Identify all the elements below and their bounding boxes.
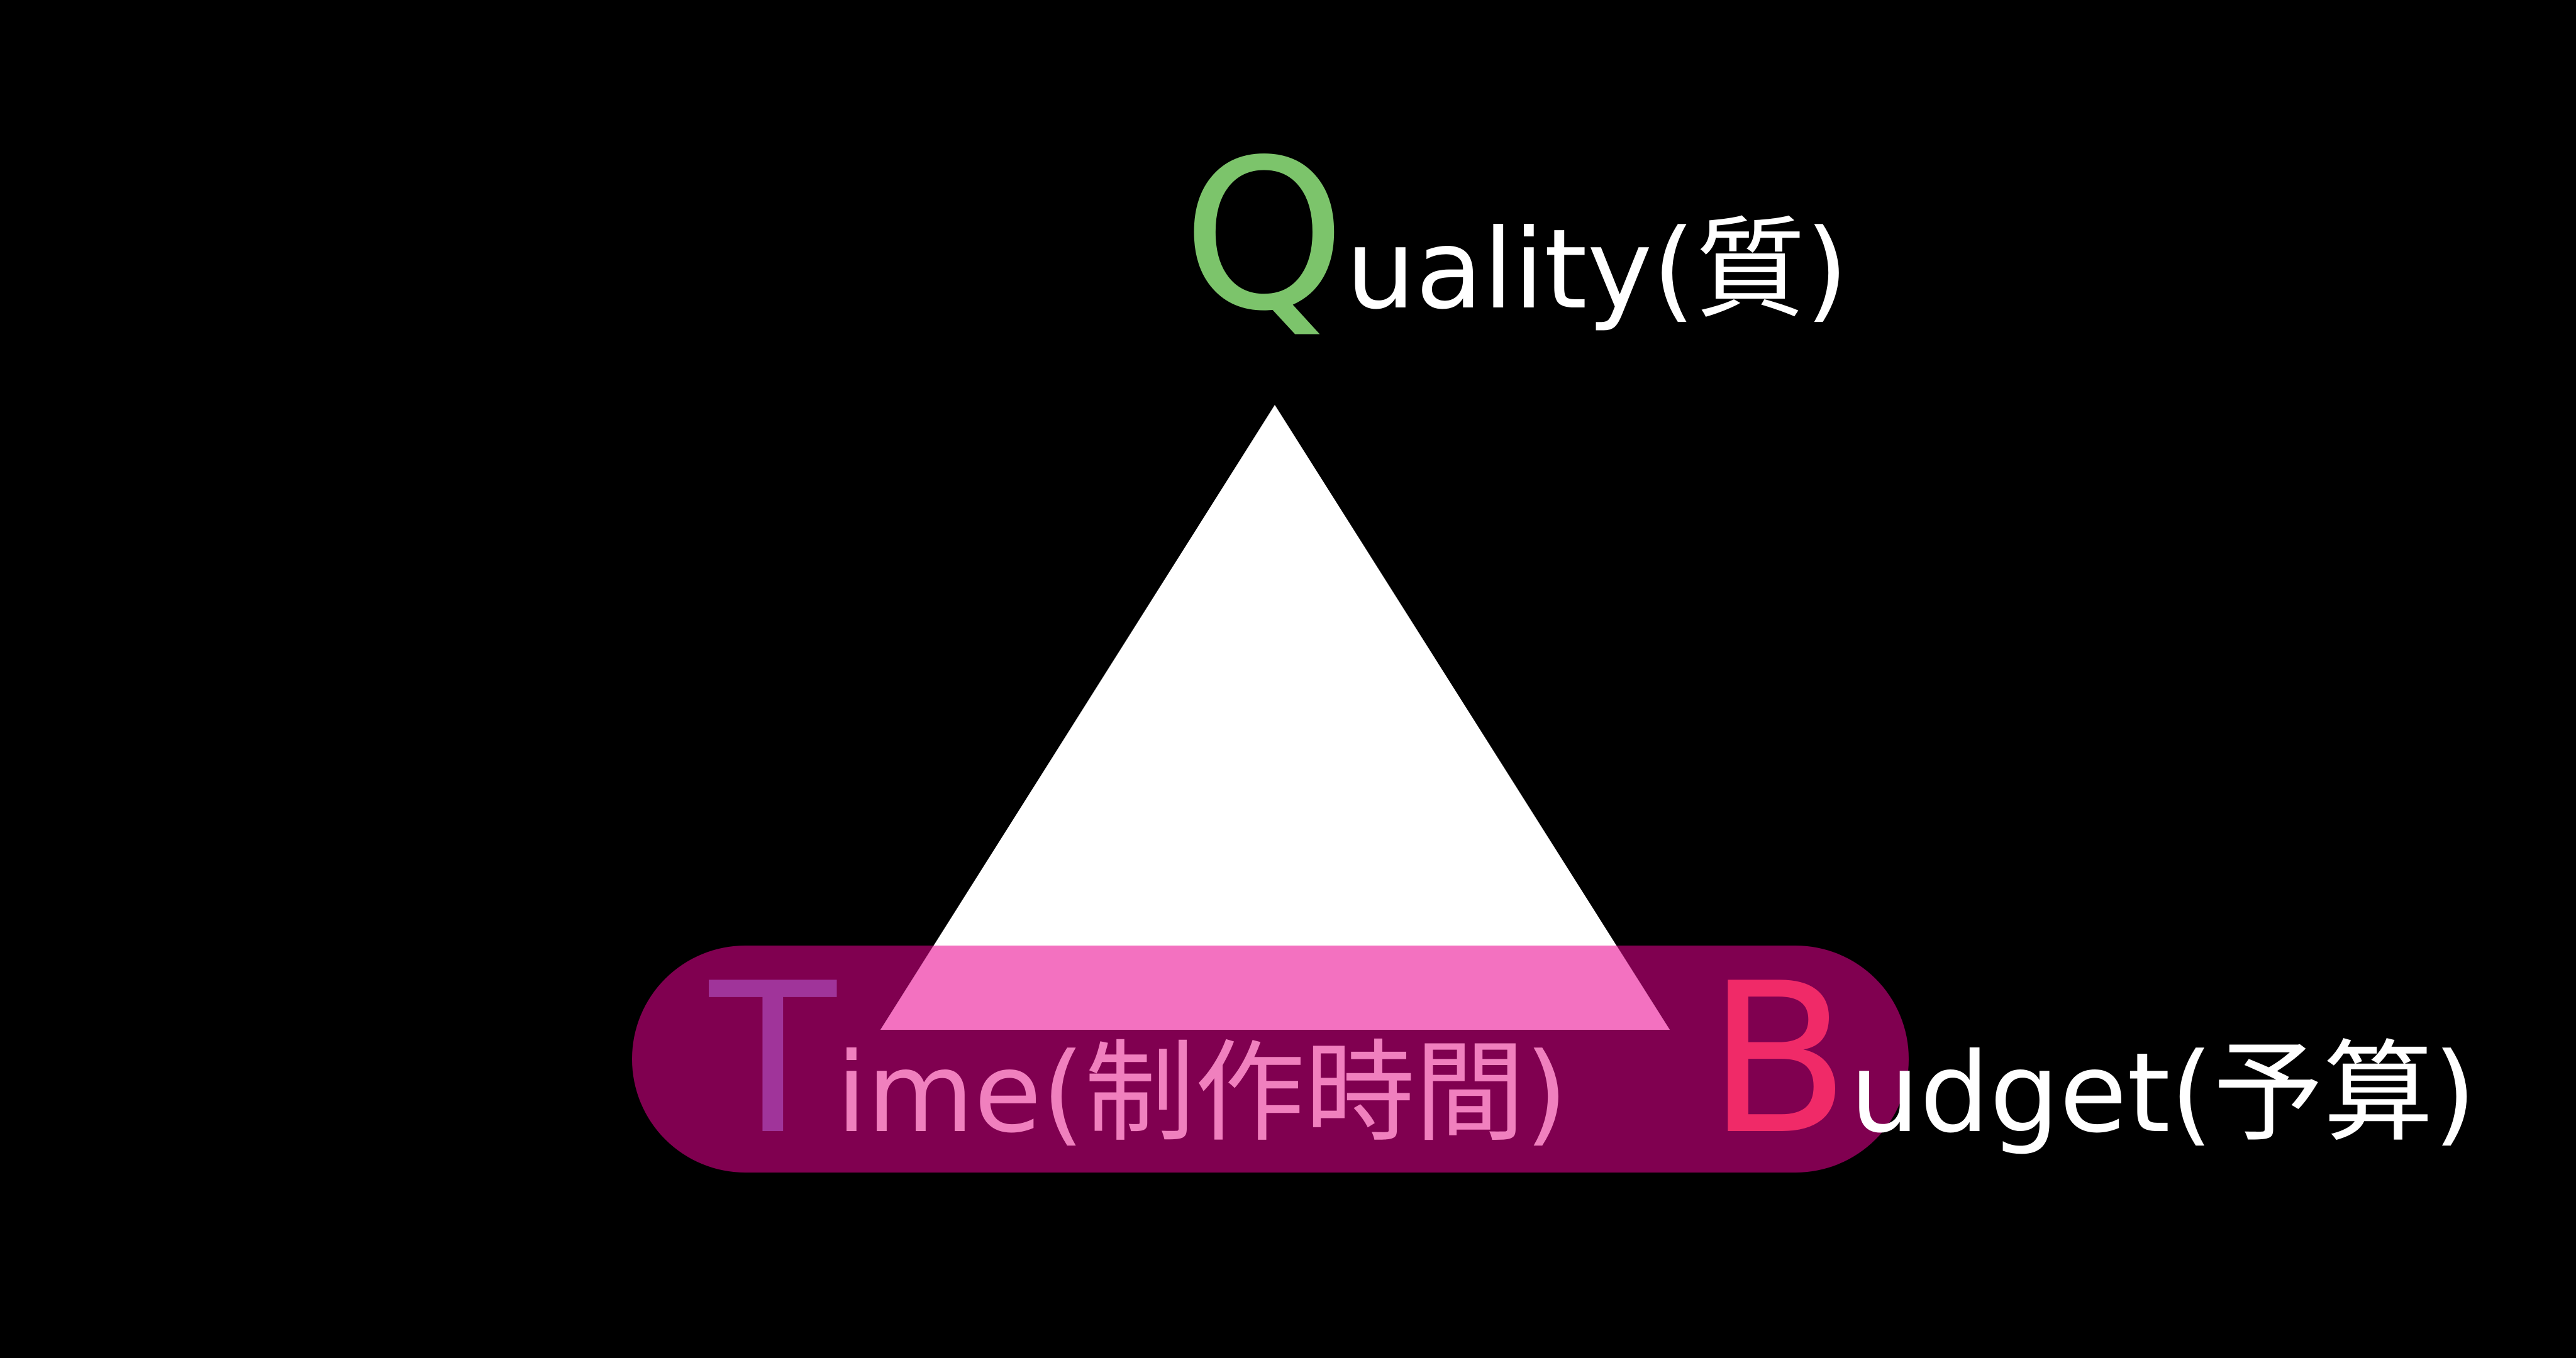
- label-budget: Budget(予算): [1707, 956, 2476, 1163]
- label-quality-rest: uality(質): [1345, 206, 1848, 334]
- label-quality-initial: Q: [1182, 115, 1346, 356]
- label-time: Time(制作時間): [709, 956, 1568, 1163]
- label-budget-rest: udget(予算): [1850, 1030, 2477, 1157]
- label-quality: Quality(質): [1182, 132, 1848, 340]
- label-time-rest: ime(制作時間): [836, 1030, 1568, 1157]
- quality-triangle: [880, 405, 1670, 1030]
- label-budget-initial: B: [1707, 939, 1850, 1180]
- label-time-initial: T: [709, 939, 836, 1180]
